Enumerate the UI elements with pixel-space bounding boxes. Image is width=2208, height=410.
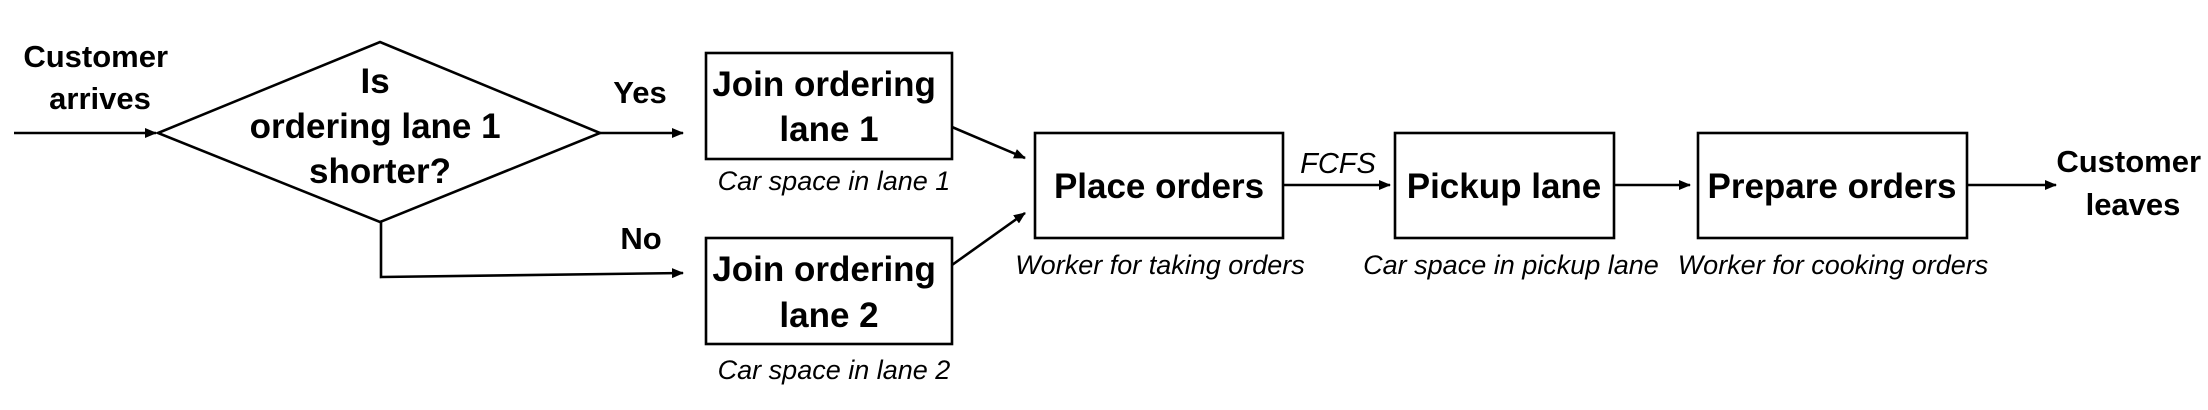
decision-label-line-1: Is <box>361 62 390 101</box>
lane1-label-line-2: lane 1 <box>779 110 878 149</box>
place-orders-box <box>1033 131 1285 240</box>
prepare-orders-box <box>1696 131 1969 240</box>
lane1-label: Join ordering lane 1 <box>712 65 945 149</box>
yes-label: Yes <box>613 75 666 110</box>
no-arrow <box>379 222 684 279</box>
prepare-orders-label: Prepare orders <box>1707 167 1956 206</box>
place-orders-label: Place orders <box>1054 167 1264 206</box>
lane1-resource: Car space in lane 1 <box>718 166 951 196</box>
lane2-label: Join ordering lane 2 <box>712 250 945 335</box>
prepare-orders-resource: Worker for cooking orders <box>1678 250 1989 280</box>
lane2-resource: Car space in lane 2 <box>718 355 951 385</box>
decision-label-line-3: shorter? <box>309 152 451 191</box>
fcfs-label: FCFS <box>1300 148 1376 180</box>
start-label: Customer arrives <box>23 39 176 116</box>
lane1-label-line-1: Join ordering <box>712 65 936 104</box>
pickup-lane-label: Pickup lane <box>1407 167 1602 206</box>
lane2-label-line-2: lane 2 <box>779 296 878 335</box>
lane2-to-place-arrow <box>951 211 1026 267</box>
decision-label: Is ordering lane 1 shorter? <box>250 62 511 191</box>
lane2-box <box>704 236 954 346</box>
decision-label-line-2: ordering lane 1 <box>250 107 501 146</box>
start-label-line-1: Customer <box>23 39 168 74</box>
pickup-lane-box <box>1393 131 1616 240</box>
place-orders-resource: Worker for taking orders <box>1015 250 1305 280</box>
start-label-line-2: arrives <box>49 81 151 116</box>
lane1-box <box>704 51 954 161</box>
lane2-label-line-1: Join ordering <box>712 250 936 289</box>
no-label: No <box>620 221 661 256</box>
end-label-line-2: leaves <box>2086 187 2181 222</box>
end-label: Customer leaves <box>2056 144 2208 222</box>
lane1-to-place-arrow <box>951 125 1026 160</box>
pickup-lane-resource: Car space in pickup lane <box>1363 250 1659 280</box>
end-label-line-1: Customer <box>2056 144 2201 179</box>
